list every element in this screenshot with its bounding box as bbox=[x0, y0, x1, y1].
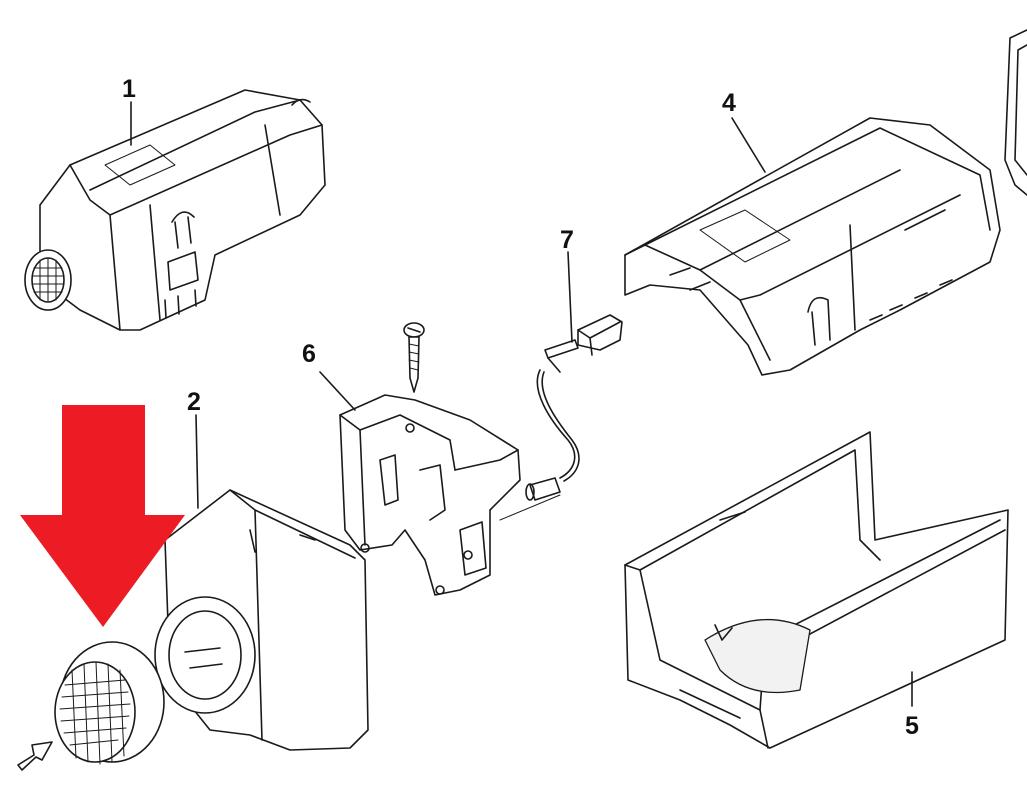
callout-1: 1 bbox=[122, 75, 136, 103]
part-4-top-cover bbox=[624, 117, 1001, 376]
callout-5: 5 bbox=[905, 712, 919, 740]
red-arrow-icon bbox=[20, 405, 185, 627]
callout-4: 4 bbox=[722, 89, 736, 117]
part-1-heater-unit bbox=[24, 89, 326, 331]
part-6-bracket bbox=[339, 394, 561, 596]
callout-7: 7 bbox=[560, 226, 574, 254]
callout-2: 2 bbox=[187, 388, 201, 416]
callout-6: 6 bbox=[302, 340, 316, 368]
part-2-intake-hood bbox=[154, 489, 369, 751]
screw bbox=[403, 322, 425, 393]
part-5-bottom-tray bbox=[624, 431, 1009, 749]
part-7-sensor-cable bbox=[525, 314, 623, 501]
leader-lines bbox=[130, 101, 913, 707]
airflow-arrow-icon bbox=[17, 741, 53, 771]
intake-grille bbox=[54, 641, 165, 765]
partial-panel bbox=[1004, 29, 1027, 196]
